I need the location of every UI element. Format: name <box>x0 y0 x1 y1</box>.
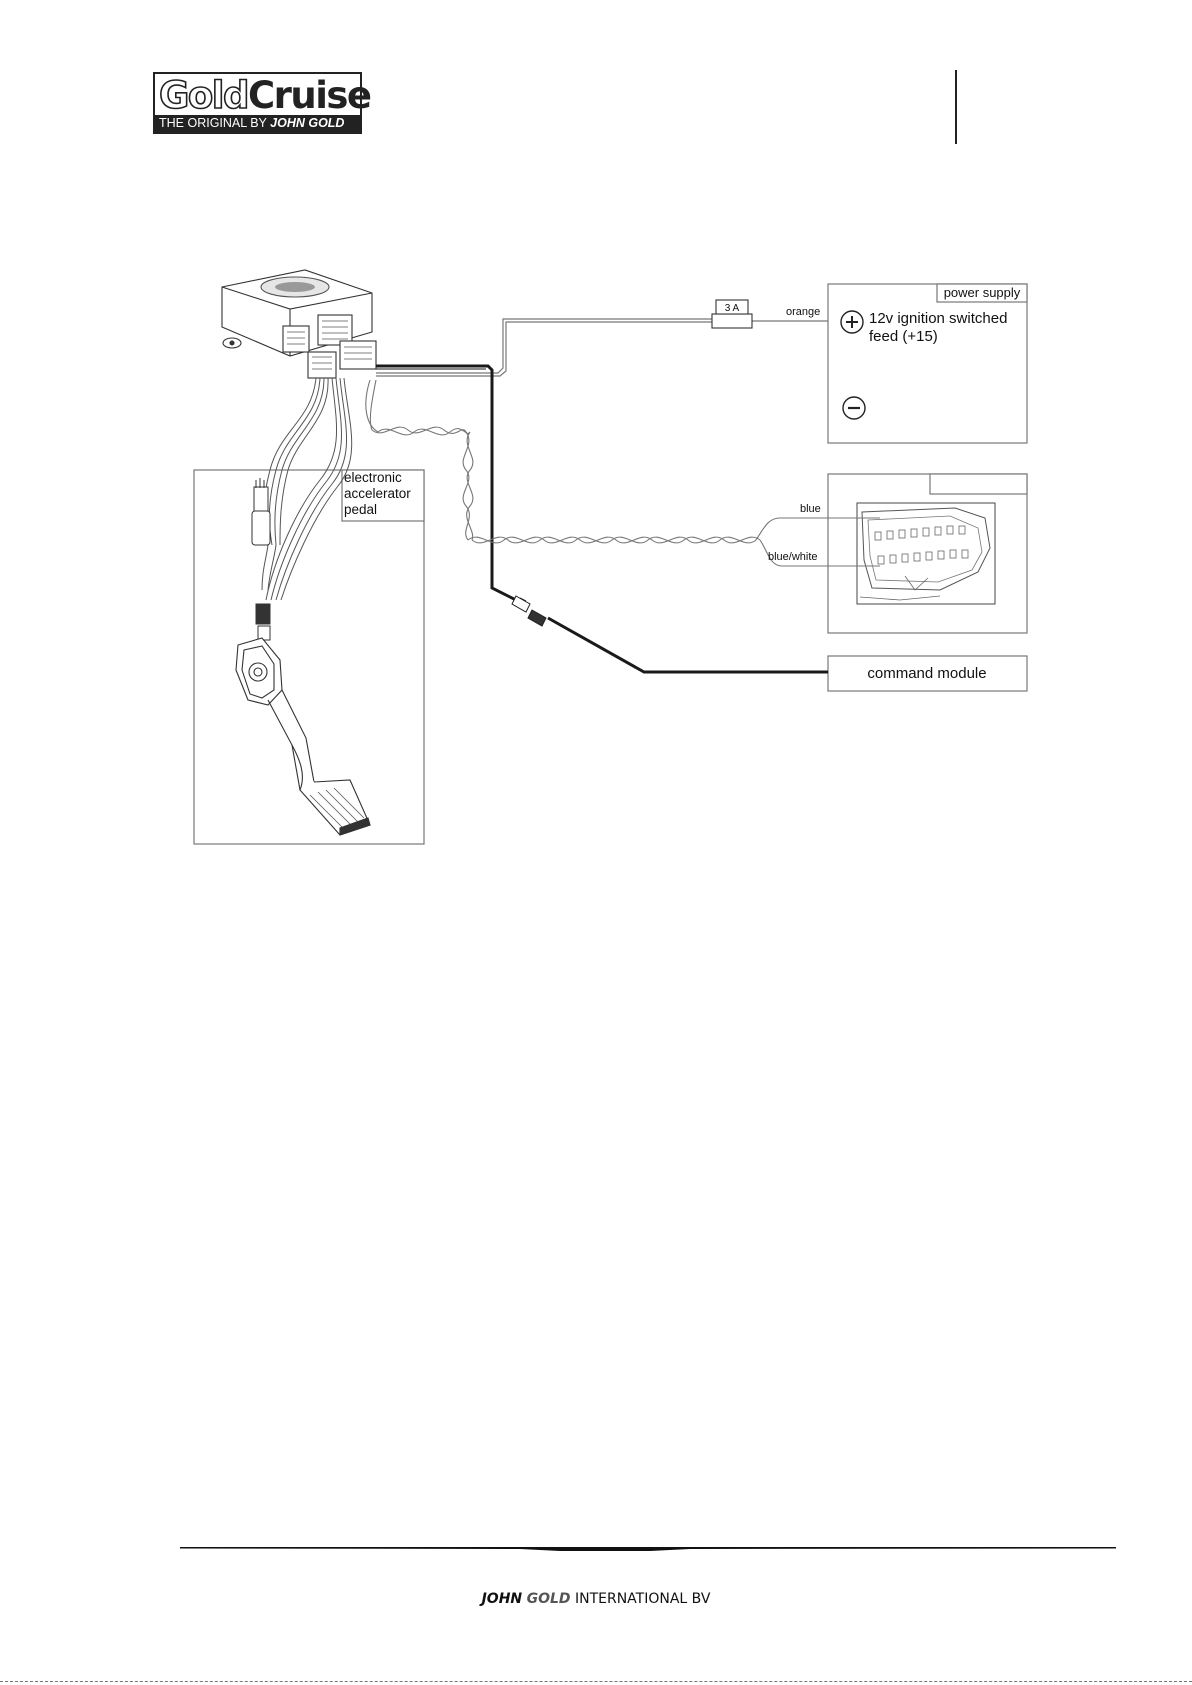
command-module-label: command module <box>867 665 986 682</box>
can-bus-twisted-pair <box>366 380 880 566</box>
pedal-connector-lower <box>256 604 270 640</box>
obd-connector-box <box>828 474 1027 633</box>
fuse-label: 3 A <box>725 303 740 314</box>
page-edge-dashes <box>0 1681 1192 1682</box>
plus-icon <box>841 311 863 333</box>
minus-icon <box>843 397 865 419</box>
fuse-3a: 3 A <box>712 300 752 328</box>
footer-company-rest: INTERNATIONAL BV <box>575 1591 710 1607</box>
footer-rule <box>180 1547 1116 1551</box>
power-supply-title: power supply <box>944 285 1021 300</box>
command-module-box: command module <box>828 656 1027 691</box>
power-plus-label-line1: 12v ignition switched <box>869 310 1007 327</box>
cruise-module-illustration <box>222 270 376 378</box>
power-supply-box: power supply 12v ignition switched feed … <box>828 284 1027 443</box>
footer-company-john: JOHN <box>482 1591 523 1607</box>
pedal-box-label-line1: electronic <box>344 470 402 485</box>
power-plus-label-line2: feed (+15) <box>869 328 938 345</box>
footer-company-gold: GOLD <box>527 1591 571 1607</box>
footer-company: JOHN GOLD INTERNATIONAL BV <box>0 1591 1192 1607</box>
pedal-box-label-line3: pedal <box>344 502 377 517</box>
blue-wire-label: blue <box>800 503 821 515</box>
pedal-box-label-line2: accelerator <box>344 486 411 501</box>
blue-white-wire-label: blue/white <box>768 551 818 563</box>
pedal-connector-upper <box>252 478 270 545</box>
command-cable-connector <box>512 596 546 626</box>
command-cable <box>376 366 828 672</box>
orange-wire-label: orange <box>786 306 820 318</box>
